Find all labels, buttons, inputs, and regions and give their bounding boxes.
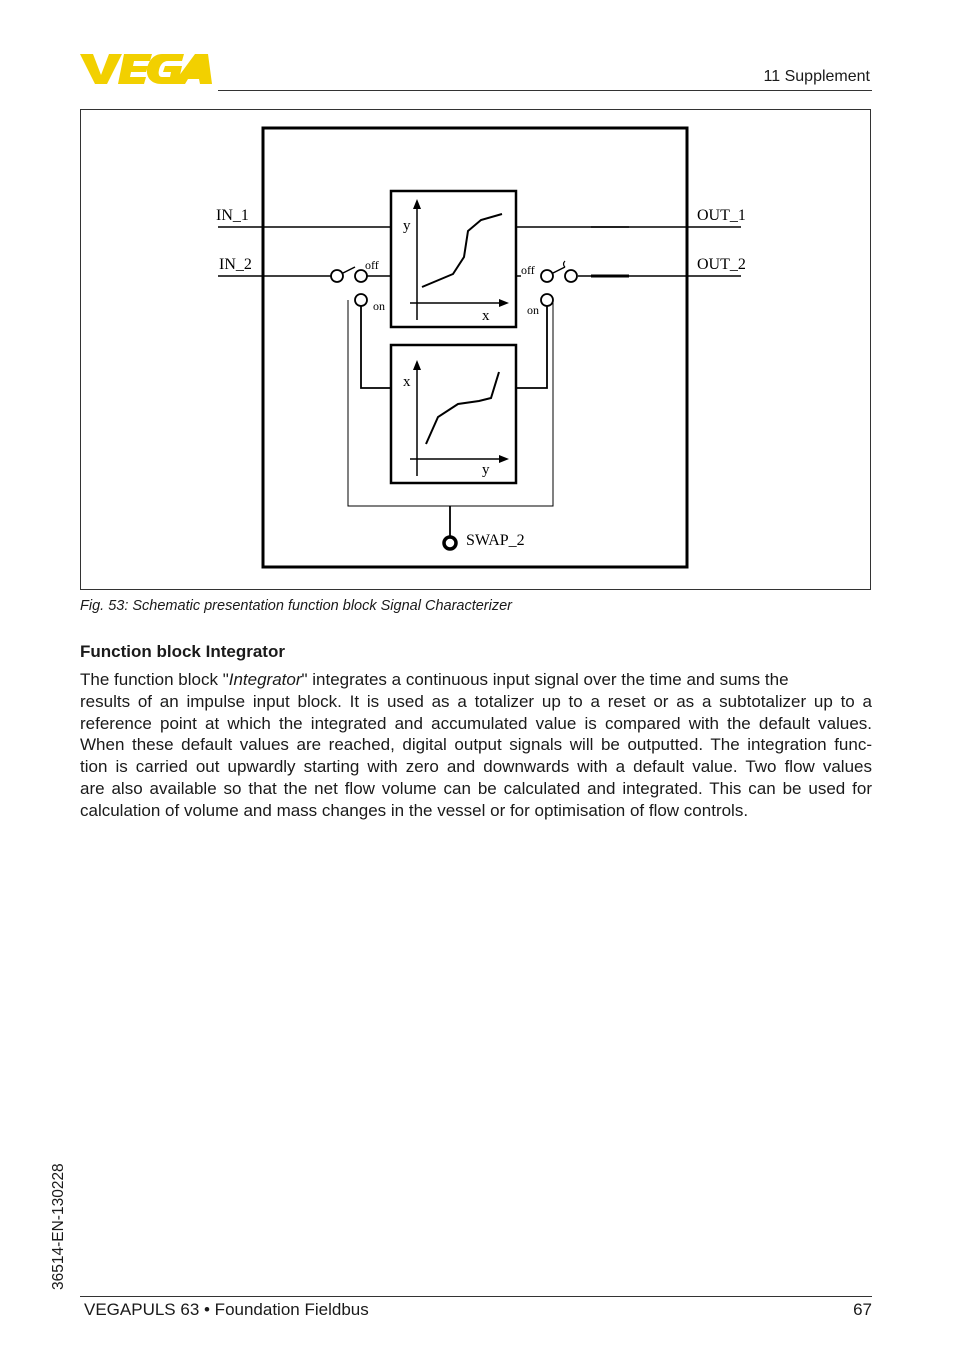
right-switch-off-contact [540, 269, 554, 283]
out-1-label: OUT_1 [697, 207, 746, 224]
body-line: tion is carried out upwardly starting wi… [80, 757, 872, 777]
signal-characterizer-diagram: IN_1 IN_2 OUT_1 OUT_2 off on off on y x … [216, 126, 746, 569]
right-switch-output-contact [564, 269, 578, 283]
lower-y-axis-label: x [403, 374, 411, 390]
footer-divider [80, 1296, 872, 1297]
swap-label: SWAP_2 [466, 532, 525, 549]
upper-x-axis-label: x [482, 308, 490, 324]
right-switch-on-contact [540, 293, 554, 307]
swap-control-line [347, 300, 554, 507]
body-line: results of an impulse input block. It is… [80, 691, 872, 711]
swap-input-terminal [442, 535, 458, 551]
body-line: calculation of volume and mass changes i… [80, 800, 749, 820]
upper-curve-block [389, 189, 518, 329]
right-switch-off-label: off [521, 263, 535, 277]
in-1-label: IN_1 [216, 207, 249, 224]
document-id: 36514-EN-130228 [50, 1163, 67, 1290]
section-heading: Function block Integrator [80, 642, 285, 661]
left-switch-off-contact [354, 269, 368, 283]
left-switch-on-contact [354, 293, 368, 307]
page-number: 67 [853, 1300, 872, 1319]
header-divider [218, 90, 872, 91]
integrator-term: Integrator [228, 670, 302, 689]
body-paragraph: The function block "Integrator" integrat… [80, 669, 872, 822]
left-switch-on-label: on [373, 299, 385, 313]
lower-characteristic-curve [425, 371, 500, 445]
body-line: The function block "Integrator" integrat… [80, 670, 789, 689]
right-switch-on-label: on [527, 303, 539, 317]
left-switch-input-contact [330, 269, 344, 283]
body-line: are also available so that the net flow … [80, 778, 872, 798]
upper-y-axis-label: y [403, 218, 411, 234]
lower-x-axis-label: y [482, 462, 490, 478]
left-switch-off-label: off [365, 258, 379, 272]
section-label: 11 Supplement [763, 68, 870, 85]
upper-characteristic-curve [421, 213, 503, 288]
figure-frame: IN_1 IN_2 OUT_1 OUT_2 off on off on y x … [80, 109, 871, 590]
vega-logo [80, 54, 212, 84]
body-line: When these default values are reached, d… [80, 735, 872, 755]
lower-curve-block [389, 343, 518, 485]
outer-function-block [261, 126, 689, 569]
out-2-label: OUT_2 [697, 256, 746, 273]
in-2-label: IN_2 [219, 256, 252, 273]
footer-product: VEGAPULS 63 • Foundation Fieldbus [84, 1300, 369, 1319]
figure-caption: Fig. 53: Schematic presentation function… [80, 598, 512, 614]
body-line: reference point at which the integrated … [80, 713, 872, 733]
